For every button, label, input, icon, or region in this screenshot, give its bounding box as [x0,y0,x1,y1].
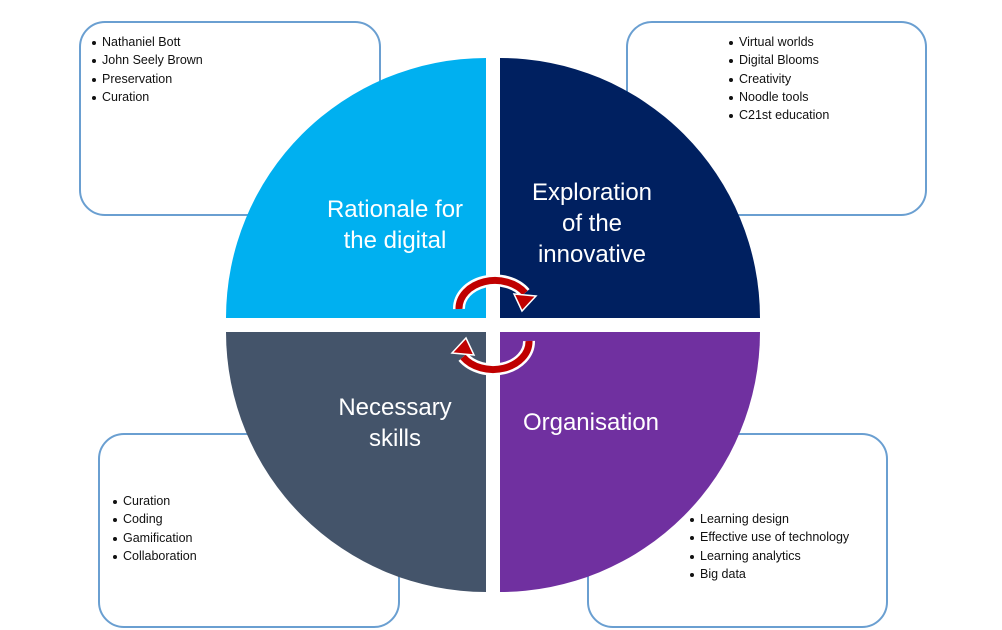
list-item: Learning design [689,510,849,528]
list-item: Effective use of technology [689,528,849,546]
list-item: Curation [112,492,197,510]
quadrant-title-rationale: Rationale for the digital [300,194,490,256]
title-line: Necessary [338,394,452,421]
title-line: innovative [537,241,647,268]
list-item: Coding [112,510,197,528]
bullet-list-skills: Curation Coding Gamification Collaborati… [112,492,197,565]
title-line: Rationale for [326,196,464,223]
list-item: Creativity [728,70,829,88]
bullet-list-exploration: Virtual worlds Digital Blooms Creativity… [728,33,829,124]
quadrant-exploration [500,58,760,318]
list-item: Digital Blooms [728,51,829,69]
list-item: Nathaniel Bott [91,33,203,51]
list-item: Gamification [112,529,197,547]
bullet-list-organisation: Learning design Effective use of technol… [689,510,849,583]
list-item: Noodle tools [728,88,829,106]
cycle-arrow-top-icon [452,274,538,313]
list-item: Collaboration [112,547,197,565]
quadrant-title-organisation: Organisation [496,407,686,438]
list-item: Virtual worlds [728,33,829,51]
title-line: the digital [343,227,447,254]
list-item: Learning analytics [689,547,849,565]
title-line: of the [561,210,623,237]
title-line: Organisation [522,409,660,436]
title-line: Exploration [531,179,653,206]
bullet-list-rationale: Nathaniel Bott John Seely Brown Preserva… [91,33,203,106]
quadrant-title-exploration: Exploration of the innovative [497,177,687,270]
list-item: Preservation [91,70,203,88]
quadrant-title-skills: Necessary skills [300,392,490,454]
quadrant-rationale [226,58,486,318]
cycle-arrow-bottom-icon [450,336,536,376]
quadrant-organisation [500,332,760,592]
list-item: C21st education [728,106,829,124]
quadrant-skills [226,332,486,592]
list-item: Curation [91,88,203,106]
list-item: Big data [689,565,849,583]
list-item: John Seely Brown [91,51,203,69]
title-line: skills [369,425,421,452]
